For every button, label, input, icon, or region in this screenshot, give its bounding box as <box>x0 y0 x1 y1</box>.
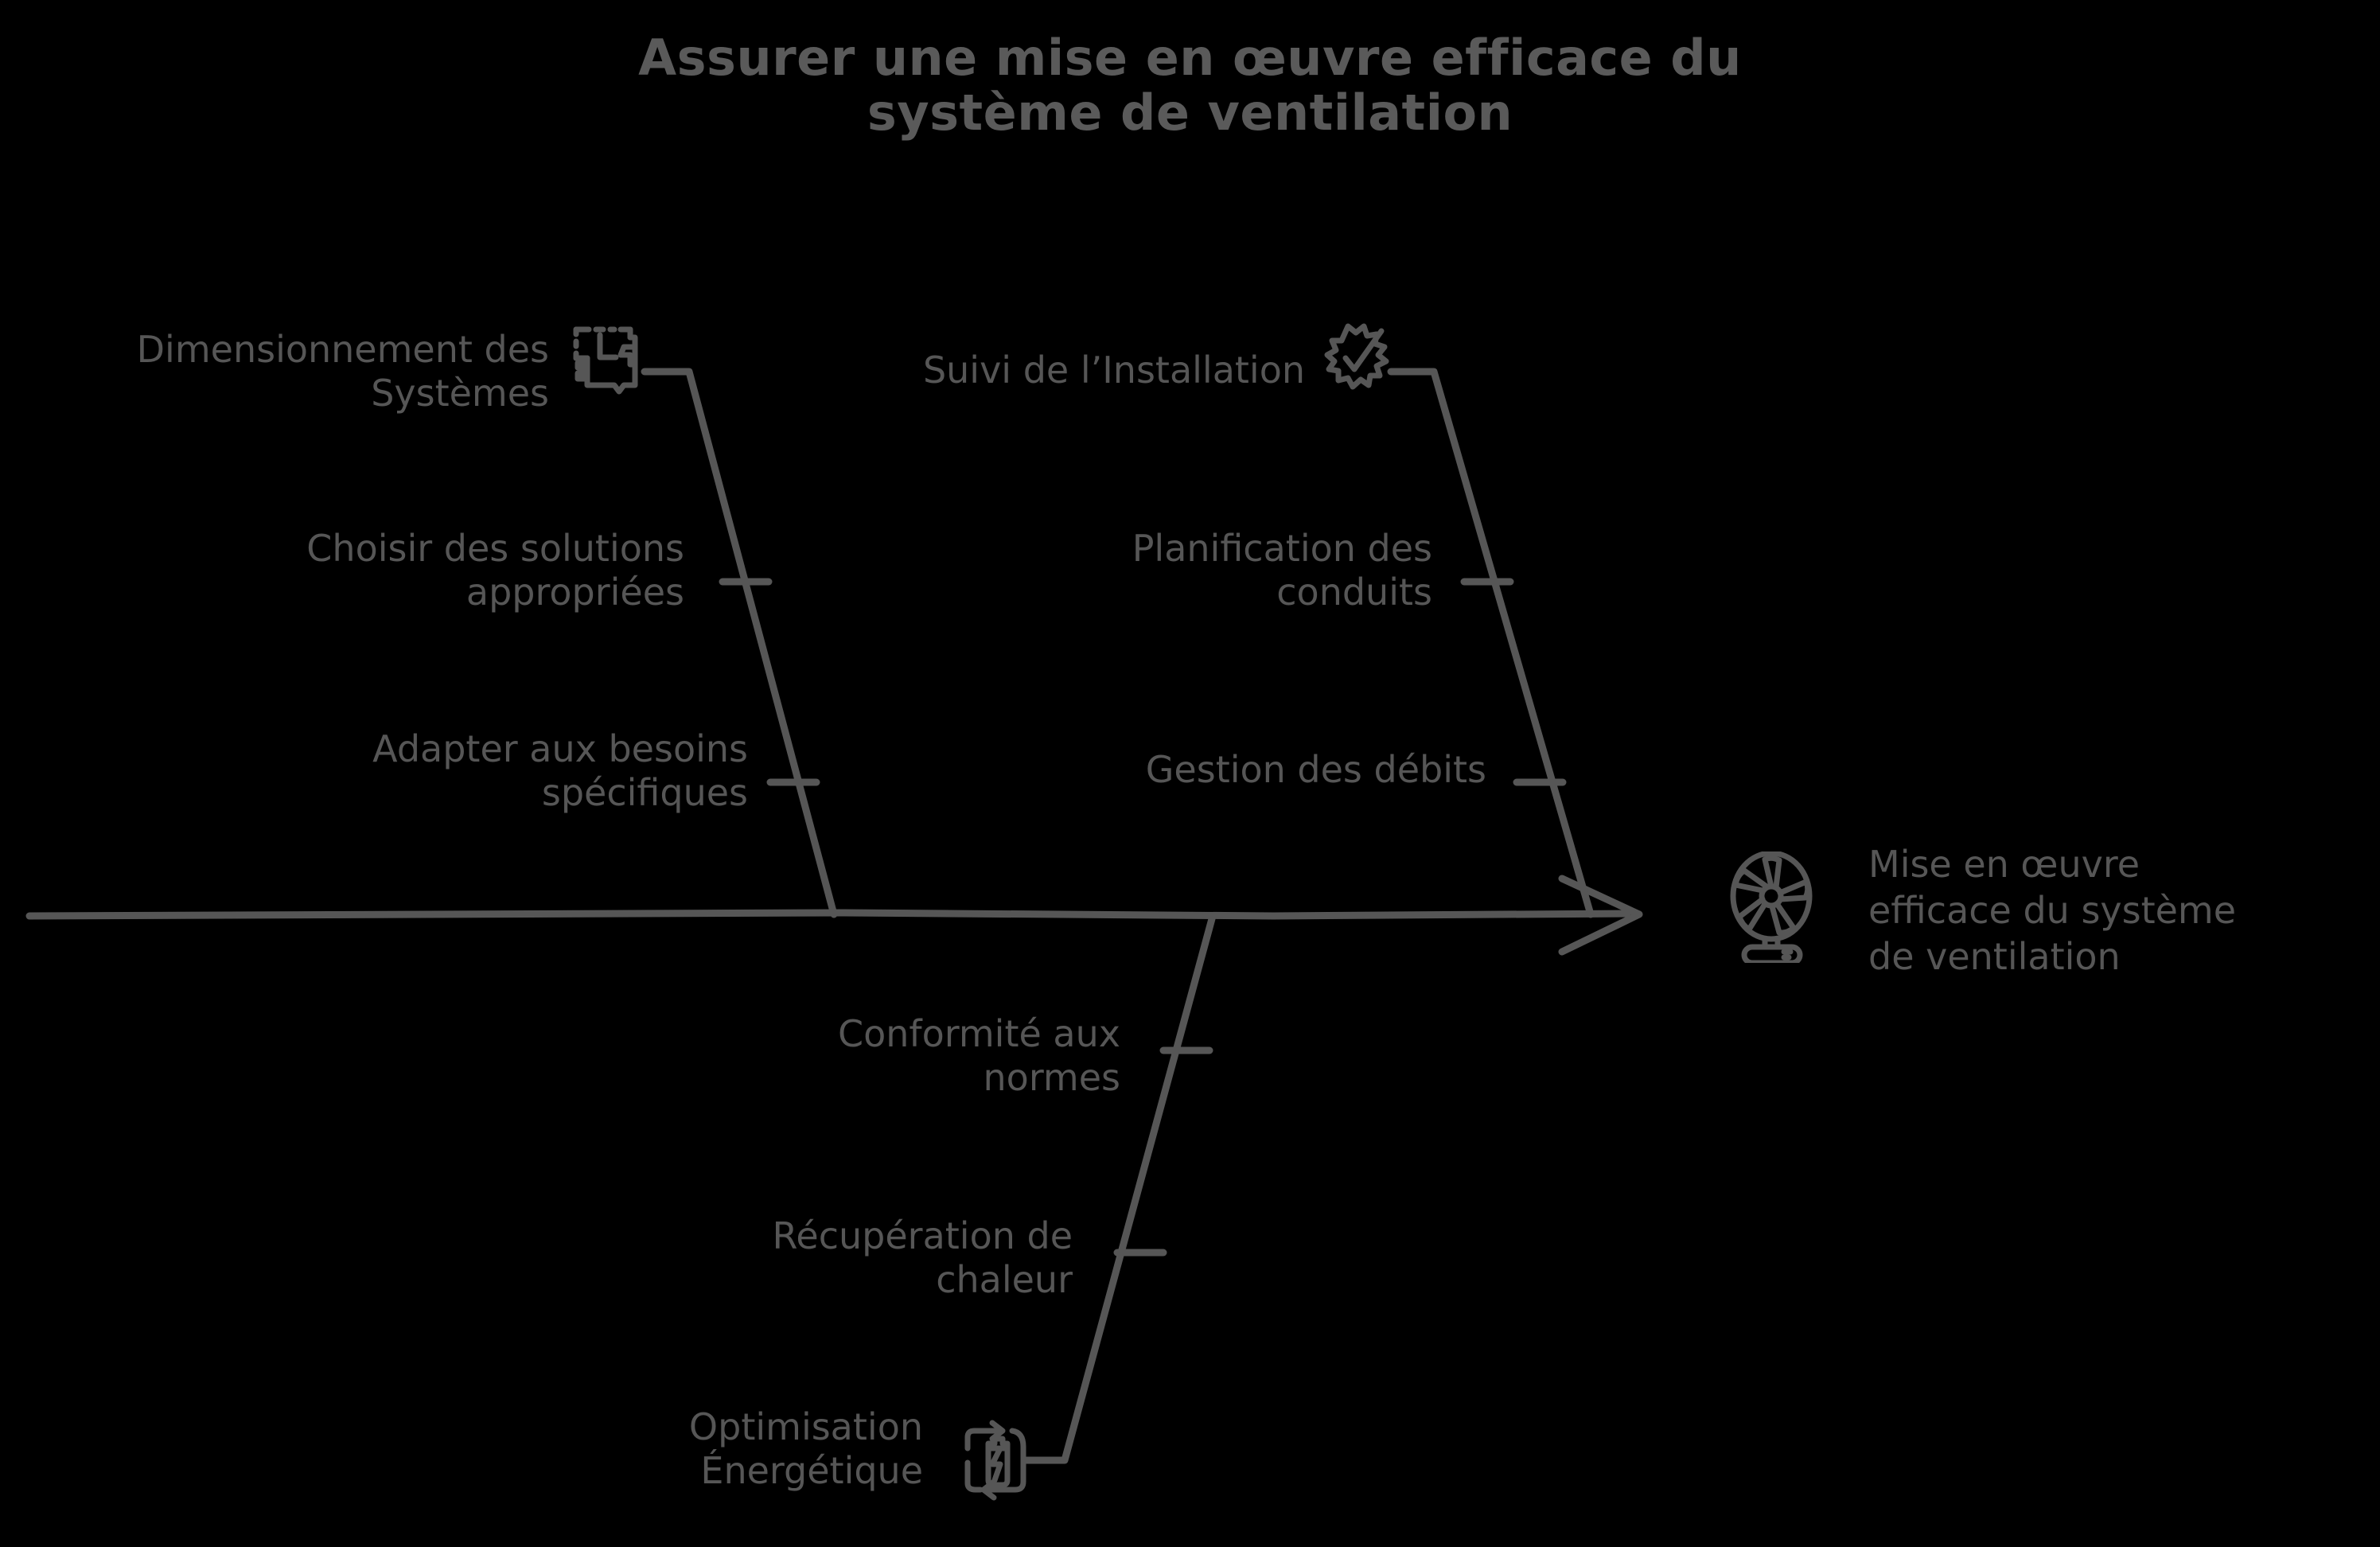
page-title-line-1: Assurer une mise en œuvre efficace du <box>638 29 1742 87</box>
category-label-suivi-de-l-installation: Suivi de l’Installation <box>922 349 1305 392</box>
blueprint-icon <box>567 315 654 403</box>
fan-icon <box>1725 850 1821 966</box>
cause-label-planification-des-conduits: Planification des conduits <box>1132 527 1432 614</box>
page-title-line-2: système de ventilation <box>867 84 1513 142</box>
battery-recycle-icon <box>956 1415 1036 1510</box>
cause-label-choisir-des-solutions-appropriees: Choisir des solutions appropriées <box>306 527 684 614</box>
cause-label-gestion-des-debits: Gestion des débits <box>1145 748 1486 791</box>
cause-label-adapter-aux-besoins-specifiques: Adapter aux besoins spécifiques <box>372 727 748 815</box>
gear-check-icon <box>1313 317 1400 404</box>
cause-label-conformite-aux-normes: Conformité aux normes <box>838 1012 1120 1100</box>
branch-line-optimisation-energetique <box>1023 912 1217 1464</box>
spine-line <box>25 909 1631 920</box>
spine-arrowhead <box>1558 875 1643 956</box>
cause-label-recuperation-de-chaleur: Récupération de chaleur <box>772 1214 1073 1302</box>
branch-line-dimensionnement <box>641 368 838 918</box>
category-label-optimisation-energetique: Optimisation Énergétique <box>688 1405 923 1493</box>
category-label-dimensionnement-des-systemes: Dimensionnement des Systèmes <box>136 328 549 415</box>
branch-line-suivi-installation <box>1387 368 1595 918</box>
effect-label: Mise en œuvre efficace du système de ven… <box>1868 843 2237 978</box>
page-title: Assurer une mise en œuvre efficace du sy… <box>0 30 2380 141</box>
